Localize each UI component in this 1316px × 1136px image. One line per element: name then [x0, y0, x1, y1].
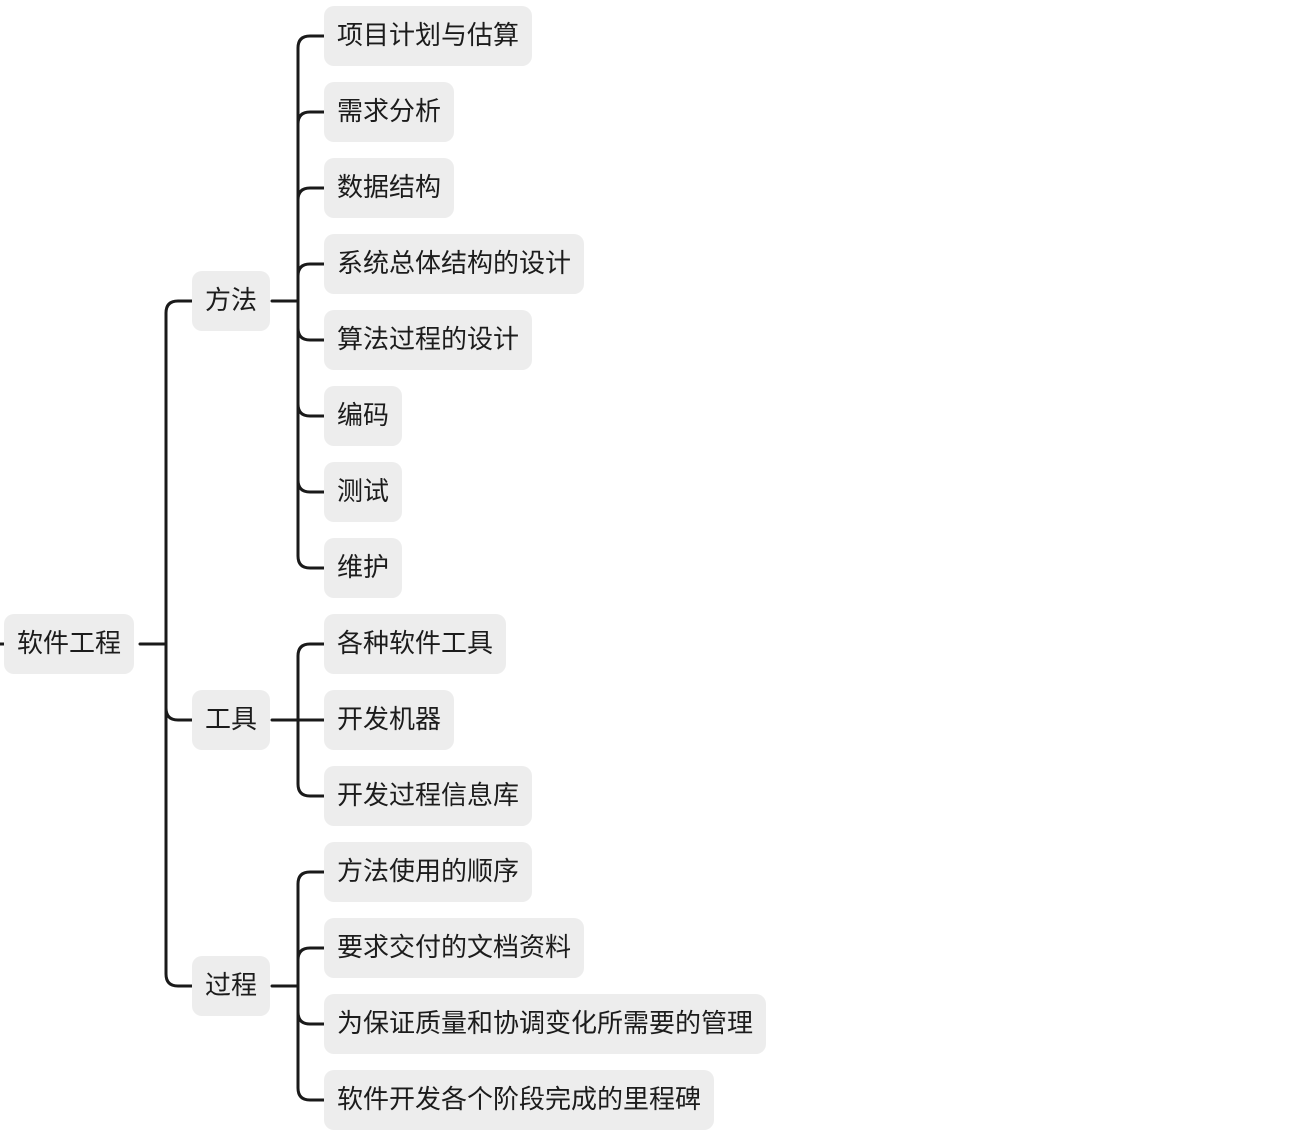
leaf-label: 各种软件工具 — [337, 629, 494, 659]
leaf-node[interactable]: 系统总体结构的设计 — [324, 234, 585, 294]
branch-label: 方法 — [205, 286, 258, 316]
leaf-label: 维护 — [337, 553, 390, 583]
connector-methods-c2 — [296, 110, 326, 126]
leaf-label: 要求交付的文档资料 — [337, 933, 572, 963]
connector-methods-c7 — [296, 478, 326, 494]
leaf-label: 软件开发各个阶段完成的里程碑 — [337, 1085, 702, 1115]
leaf-label: 项目计划与估算 — [337, 21, 520, 51]
leaf-node[interactable]: 软件开发各个阶段完成的里程碑 — [324, 1070, 715, 1130]
leaf-label: 系统总体结构的设计 — [337, 249, 572, 279]
connector-methods-trunk — [296, 34, 326, 570]
leaf-label: 编码 — [337, 401, 390, 431]
connector-process-trunk — [296, 870, 326, 1102]
root-node[interactable]: 软件工程 — [4, 614, 135, 674]
leaf-label: 算法过程的设计 — [337, 325, 520, 355]
leaf-node[interactable]: 方法使用的顺序 — [324, 842, 533, 902]
leaf-node[interactable]: 要求交付的文档资料 — [324, 918, 585, 978]
connector-process-c2 — [296, 946, 326, 962]
leaf-node[interactable]: 开发过程信息库 — [324, 766, 533, 826]
connector-root-trunk — [164, 299, 194, 988]
connector-methods-c5 — [296, 326, 326, 342]
connector-process-c3 — [296, 1010, 326, 1026]
branch-label: 工具 — [205, 705, 258, 735]
connector-methods-c6 — [296, 402, 326, 418]
branch-label: 过程 — [205, 971, 258, 1001]
connector-methods-c4 — [296, 262, 326, 278]
branch-node-process[interactable]: 过程 — [192, 956, 271, 1016]
leaf-node[interactable]: 编码 — [324, 386, 403, 446]
connector-methods-c3 — [296, 186, 326, 202]
leaf-node[interactable]: 维护 — [324, 538, 403, 598]
branch-node-methods[interactable]: 方法 — [192, 271, 271, 331]
leaf-label: 数据结构 — [337, 173, 442, 203]
leaf-label: 测试 — [337, 477, 390, 507]
leaf-node[interactable]: 算法过程的设计 — [324, 310, 533, 370]
leaf-node[interactable]: 为保证质量和协调变化所需要的管理 — [324, 994, 767, 1054]
leaf-node[interactable]: 各种软件工具 — [324, 614, 507, 674]
leaf-label: 开发过程信息库 — [337, 781, 520, 811]
leaf-node[interactable]: 项目计划与估算 — [324, 6, 533, 66]
leaf-label: 开发机器 — [337, 705, 442, 735]
branch-node-tools[interactable]: 工具 — [192, 690, 271, 750]
leaf-label: 为保证质量和协调变化所需要的管理 — [337, 1009, 754, 1039]
leaf-node[interactable]: 需求分析 — [324, 82, 455, 142]
leaf-node[interactable]: 开发机器 — [324, 690, 455, 750]
connector-root-to-tools — [164, 706, 194, 722]
leaf-label: 需求分析 — [337, 97, 442, 127]
leaf-node[interactable]: 数据结构 — [324, 158, 455, 218]
leaf-node[interactable]: 测试 — [324, 462, 403, 522]
root-label: 软件工程 — [17, 629, 122, 659]
leaf-label: 方法使用的顺序 — [337, 857, 520, 887]
